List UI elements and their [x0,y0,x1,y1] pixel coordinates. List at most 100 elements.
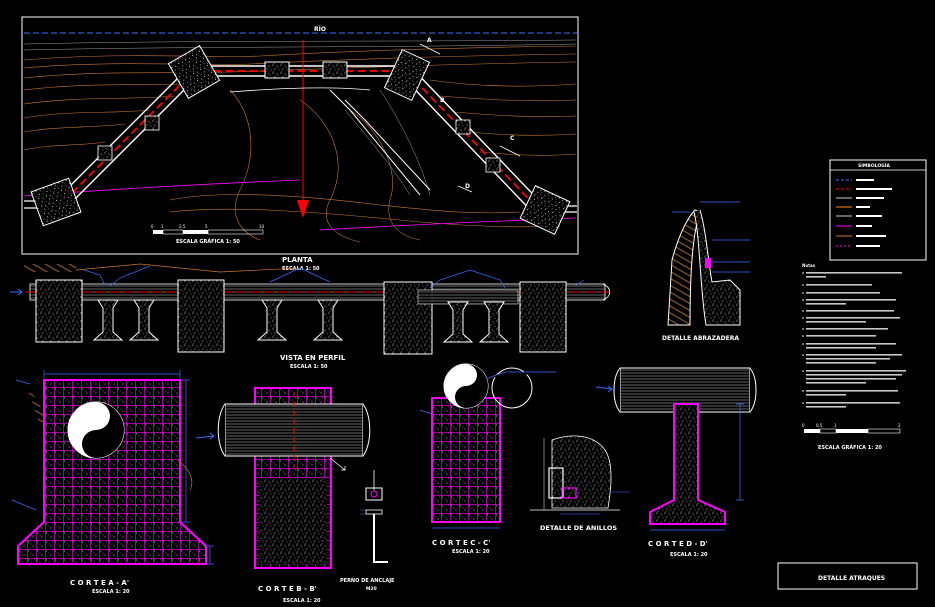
section-mark-c: C [510,135,515,142]
abrazadera-plate [705,258,711,268]
scale-tick: 0.5 [816,423,823,428]
anchor-bolt-sub: M20 [366,586,377,592]
section-b-flow-arrow-icon [195,432,215,440]
profile-scale: ESCALA 1: 50 [290,364,328,370]
profile-anchor-block [35,279,83,343]
anchor-bolt-plate [365,487,383,501]
title-block-frame [777,562,918,590]
section-c-title: C O R T E C - C' [432,539,490,547]
abrazadera-detail [667,201,750,326]
profile-supports [92,299,510,343]
section-c-scale: ESCALA 1: 20 [452,549,490,555]
anillos-ring [548,467,564,499]
section-marks: A B C D [419,37,521,193]
section-mark-a: A [427,37,432,44]
profile-support [312,299,344,341]
profile-callouts [83,265,585,289]
section-b-concrete [259,478,327,564]
section-b-pipe-end [217,403,226,457]
support-block-plan [97,145,113,161]
pipeline-corridor [49,65,551,221]
anchor-block-plan [30,177,82,227]
plan-graphic-scale-label: ESCALA GRÁFICA 1: 50 [176,238,240,245]
anchor-bolt-rod [373,514,388,563]
section-d-pipe-end [749,367,757,413]
profile-title: VISTA EN PERFIL [280,354,346,362]
section-c-pipe-yinyang [455,364,488,408]
section-a [11,370,214,565]
abrazadera-block [693,209,741,326]
anchor-block-plan [519,184,571,236]
scale-tick: 2 [898,423,901,428]
section-mark-b: B [440,97,445,104]
profile-pipe-end [602,283,611,301]
anillos-callout [560,491,630,515]
section-cut-lines [419,43,521,193]
notes-lines [806,272,906,408]
section-b-callout [329,457,346,471]
anillos-title: DETALLE DE ANILLOS [540,524,617,532]
title-block: DETALLE ATRAQUES [777,562,918,590]
section-a-terrain [177,459,193,491]
section-d-scale: ESCALA 1: 20 [670,552,708,558]
profile-support [92,299,124,341]
notes-scale-bar [867,428,901,434]
stream-bank [344,99,431,191]
section-a-scale: ESCALA 1: 20 [92,589,130,595]
section-a-pipe-yinyang [82,402,124,458]
terrain-hatch [24,264,76,272]
legend-text-blocks [856,179,892,247]
notes-scale-bar [804,429,820,433]
anchor-bolt-title: PERNO DE ANCLAJE [340,578,395,584]
section-b-pipe-end [362,403,371,457]
anchor-bolt-detail [360,470,388,563]
section-a-dimensions [11,370,214,565]
title-block-label: DETALLE ATRAQUES [818,575,885,582]
section-d-dimensions [650,403,744,531]
section-mark-d: D [465,183,470,190]
profile-support [256,299,288,341]
section-d-support [649,403,726,525]
pipeline-axis [54,70,546,217]
notes-bullets [802,272,804,404]
section-c-pipe-ring [491,367,533,409]
section-d-flow-arrow-icon [595,385,613,393]
section-a-title: C O R T E A - A' [70,579,129,587]
plan-view: RÍO [21,16,579,255]
anillos-ring-inner [561,487,577,499]
section-d [595,367,757,531]
profile-support [478,301,510,343]
profile-anchor-block [519,281,567,353]
section-c [419,363,556,529]
profile-support [442,301,474,343]
section-a-soil [28,390,45,425]
profile-terrain-line [75,263,301,273]
section-d-pipe-end [613,367,621,413]
anchor-bolt-hole-icon [370,490,378,498]
support-block-plan [455,119,471,135]
section-d-title: C O R T E D - D' [648,540,708,548]
scale-tick: 2.5 [179,224,186,229]
section-b-scale: ESCALA 1: 20 [283,598,321,604]
legend-title: SIMBOLOGÍA [858,161,891,169]
section-b [195,387,371,569]
anillos-detail [530,435,630,515]
scale-tick: 1 [834,423,837,428]
legend-swatches [836,179,852,247]
plan-anchor-blocks [30,44,571,236]
flow-arrow-icon [297,200,309,218]
terrain-contours-gray [23,39,577,196]
profile-view [10,263,612,355]
profile-support [128,299,160,341]
notes-title: Notas [802,263,816,268]
support-block-plan [322,61,348,79]
abrazadera-title: DETALLE ABRAZADERA [662,335,739,342]
notes-scale-bar [836,429,868,433]
support-block-plan [485,157,501,173]
support-block-plan [144,115,160,131]
anchor-block-plan [167,44,221,100]
abrazadera-clamp [667,209,701,326]
notes-block: Notas 0 0.5 1 [802,263,906,451]
plan-slab-edge [229,87,371,93]
